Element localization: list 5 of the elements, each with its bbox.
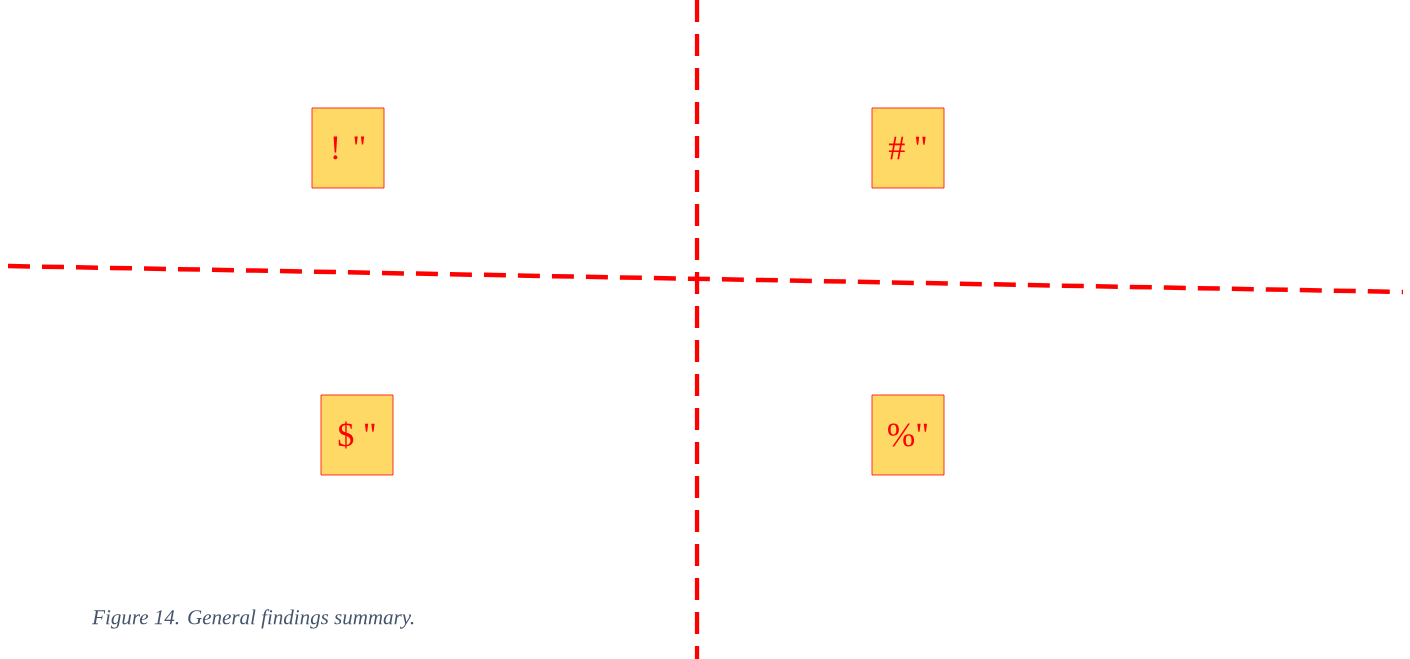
label-box: ! " (311, 107, 385, 189)
label-box: %" (871, 394, 945, 476)
label-box: # " (871, 107, 945, 189)
caption: Figure 14. General findings summary. (92, 609, 414, 629)
label-box: $ " (320, 394, 394, 476)
